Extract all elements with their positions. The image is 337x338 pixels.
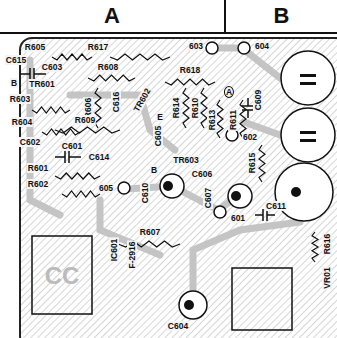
header-cell: B xyxy=(226,0,337,34)
capacitor-symbols xyxy=(20,68,275,221)
lead-dot xyxy=(231,191,241,201)
lead-dot xyxy=(163,181,173,191)
component-label: VR01 xyxy=(322,266,332,289)
pad xyxy=(118,182,130,194)
component-label: B xyxy=(150,165,158,175)
plate-mark xyxy=(300,131,316,142)
electrolytic-capacitors xyxy=(160,51,335,319)
lead-dot xyxy=(291,187,301,197)
component-label: TR601 xyxy=(28,79,56,89)
vr-box xyxy=(232,268,292,330)
component-label: F-2916 xyxy=(127,241,137,270)
resistor-symbols xyxy=(32,54,318,262)
component-label: R602 xyxy=(27,179,49,189)
resistor-symbol xyxy=(62,191,100,197)
resistor-symbol xyxy=(52,54,92,60)
capacitor-outline xyxy=(160,174,184,198)
component-label: C610 xyxy=(140,182,150,204)
resistor-symbol xyxy=(32,107,70,113)
ic-box xyxy=(32,236,92,314)
resistor-symbol xyxy=(55,173,100,179)
component-label: B xyxy=(10,78,18,88)
component-label: C601 xyxy=(61,141,83,151)
capacitor-outline xyxy=(281,108,335,162)
component-label: R611 xyxy=(228,109,238,131)
component-label: C604 xyxy=(167,321,189,331)
component-label: R604 xyxy=(11,117,33,127)
component-label: R609 xyxy=(74,115,96,125)
component-label: 604 xyxy=(254,41,270,51)
component-label: C607 xyxy=(203,187,213,209)
grid-letter: B xyxy=(274,3,290,29)
pad xyxy=(238,42,250,54)
component-label: R613 xyxy=(207,109,217,131)
component-label: IC601 xyxy=(109,238,119,263)
component-label: C616 xyxy=(111,91,121,113)
grid-letter: A xyxy=(104,3,120,29)
resistor-symbol xyxy=(259,145,265,182)
outline-boxes xyxy=(32,236,292,330)
header-cell: A xyxy=(0,0,226,34)
component-label: R607 xyxy=(139,227,161,237)
capacitor-marks xyxy=(163,74,316,310)
component-label: R615 xyxy=(247,152,257,174)
component-label: 602 xyxy=(242,132,258,142)
resistor-symbol xyxy=(42,129,80,135)
component-label: 603 xyxy=(188,41,204,51)
terminal-pads xyxy=(118,42,250,218)
component-label: C606 xyxy=(191,169,213,179)
component-label: 605 xyxy=(98,183,114,193)
resistor-symbol xyxy=(312,232,318,262)
board-outline xyxy=(20,38,337,338)
capacitor-outline xyxy=(275,163,333,221)
resistor-symbol xyxy=(217,100,223,138)
capacitor-outline xyxy=(281,51,335,105)
component-label: E xyxy=(156,112,164,122)
plate-mark xyxy=(300,74,316,85)
component-label: C603 xyxy=(41,62,63,72)
component-label: R614 xyxy=(171,97,181,119)
component-label: R617 xyxy=(87,42,109,52)
pad xyxy=(206,42,218,54)
component-label: C605 xyxy=(153,125,163,147)
capacitor-symbol xyxy=(55,151,81,163)
component-label: C611 xyxy=(265,201,287,211)
component-label: R601 xyxy=(27,163,49,173)
component-label: R610 xyxy=(190,97,200,119)
resistor-symbol xyxy=(165,79,215,85)
lead-dot xyxy=(184,300,194,310)
pad xyxy=(214,206,226,218)
component-label: TR603 xyxy=(172,155,200,165)
watermark: CC xyxy=(44,263,81,289)
component-label: 601 xyxy=(230,213,246,223)
component-label: R603 xyxy=(9,94,31,104)
component-label: C615 xyxy=(5,55,27,65)
copper-traces xyxy=(30,48,300,305)
component-label: R605 xyxy=(24,42,46,52)
resistor-symbol xyxy=(110,54,170,60)
component-label: R618 xyxy=(179,65,201,75)
resistor-symbol xyxy=(183,88,189,128)
component-label: R616 xyxy=(322,233,332,255)
trace xyxy=(70,95,175,150)
resistor-symbol xyxy=(55,127,120,133)
resistor-symbol xyxy=(88,75,135,81)
component-label: C602 xyxy=(19,137,41,147)
capacitor-outline xyxy=(179,291,207,319)
trace xyxy=(193,222,300,305)
component-label: C609 xyxy=(253,89,263,111)
capacitor-outline xyxy=(228,184,252,208)
component-label: C614 xyxy=(88,152,110,162)
component-label: R608 xyxy=(97,62,119,72)
